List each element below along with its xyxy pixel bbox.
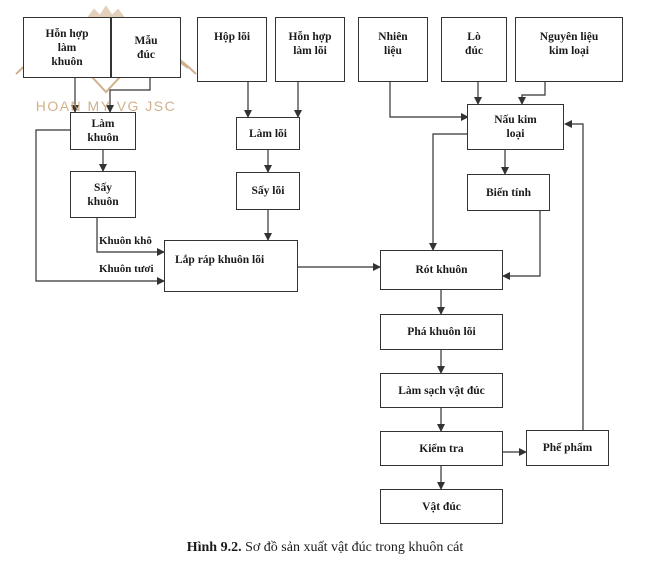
box-hon-hop-lam-loi: Hỗn hợp làm lõi bbox=[275, 17, 345, 82]
box-phe-pham: Phế phẩm bbox=[526, 430, 609, 466]
figure-caption: Hình 9.2. Sơ đồ sản xuất vật đúc trong k… bbox=[0, 540, 650, 556]
box-bien-tinh: Biến tính bbox=[467, 174, 550, 211]
box-say-khuon: Sấy khuôn bbox=[70, 171, 136, 218]
box-rot-khuon: Rót khuôn bbox=[380, 250, 503, 290]
edge-nau-to-rot bbox=[429, 133, 467, 251]
box-hon-hop-lam-khuon: Hỗn hợp làm khuôn bbox=[23, 17, 111, 78]
box-mau-duc: Mẫu đúc bbox=[111, 17, 181, 78]
box-kiem-tra: Kiểm tra bbox=[380, 431, 503, 466]
caption-text: Sơ đồ sản xuất vật đúc trong khuôn cát bbox=[241, 540, 464, 555]
edge-nhien-lieu-to-nau bbox=[389, 82, 469, 121]
box-lap-rap-khuon-loi: Lắp ráp khuôn lõi bbox=[164, 240, 298, 292]
box-nau-kim-loai: Nấu kim loại bbox=[467, 104, 564, 150]
edge-say-khuon-to-lap-rap bbox=[96, 218, 165, 256]
box-lo-duc: Lò đúc bbox=[441, 17, 507, 82]
box-nhien-lieu: Nhiên liệu bbox=[358, 17, 428, 82]
box-say-loi: Sấy lõi bbox=[236, 172, 300, 210]
box-hop-loi: Hộp lõi bbox=[197, 17, 267, 82]
box-vat-duc: Vật đúc bbox=[380, 489, 503, 524]
box-pha-khuon-loi: Phá khuôn lõi bbox=[380, 314, 503, 350]
edge-lam-khuon-tuoi-to-lap-rap bbox=[35, 129, 165, 285]
label-khuon-tuoi: Khuôn tươi bbox=[99, 263, 154, 275]
box-nguyen-lieu-kim-loai: Nguyên liệu kim loại bbox=[515, 17, 623, 82]
edge-bien-tinh-to-rot bbox=[502, 211, 541, 280]
watermark-text: HOAN MY VG JSC bbox=[35, 98, 177, 114]
caption-label: Hình 9.2. bbox=[186, 540, 242, 555]
box-lam-sach-vat-duc: Làm sạch vật đúc bbox=[380, 373, 503, 408]
edge-nguyen-lieu-to-nau bbox=[518, 82, 546, 105]
edge-phe-pham-to-nau bbox=[564, 120, 584, 430]
box-lam-loi: Làm lõi bbox=[236, 117, 300, 150]
box-lam-khuon: Làm khuôn bbox=[70, 112, 136, 150]
label-khuon-kho: Khuôn khô bbox=[99, 235, 152, 247]
